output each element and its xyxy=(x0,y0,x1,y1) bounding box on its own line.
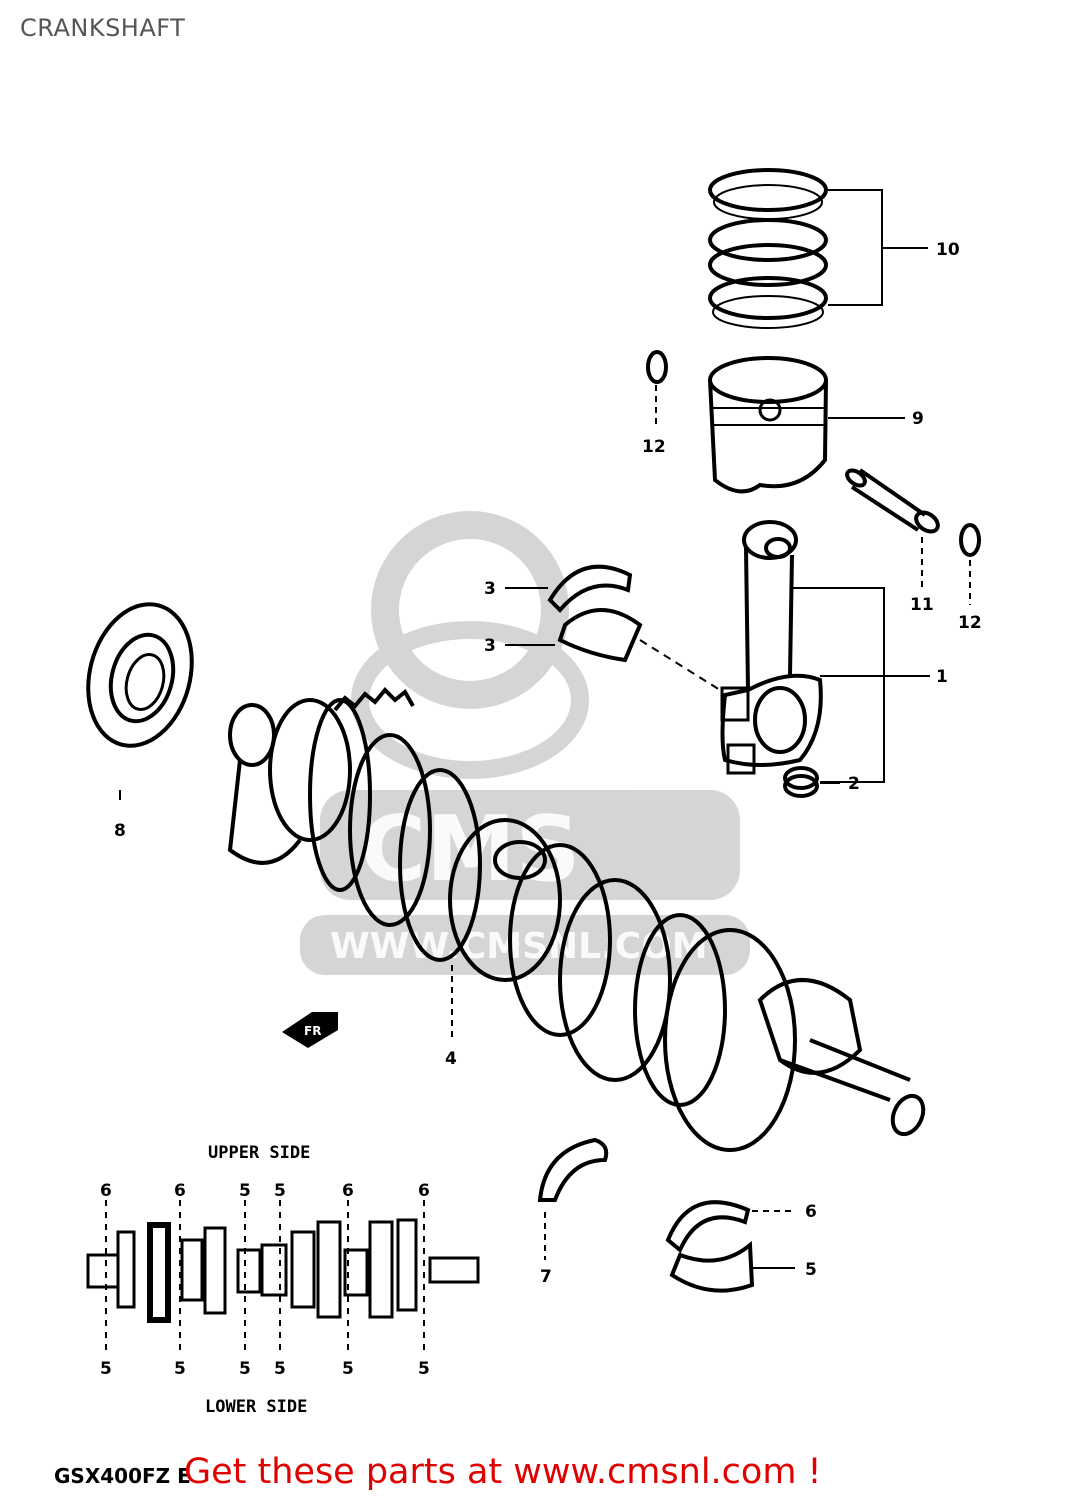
schematic-leader-lines xyxy=(105,1200,425,1355)
upper-callout-6: 6 xyxy=(418,1181,430,1201)
circlip-left xyxy=(646,350,668,384)
circlip-right xyxy=(959,523,981,557)
connecting-rod xyxy=(720,520,823,775)
lower-callout-4: 5 xyxy=(274,1359,286,1379)
upper-callout-4: 5 xyxy=(274,1181,286,1201)
callout-3-upper: 3 xyxy=(484,579,496,599)
callout-3-lower: 3 xyxy=(484,636,496,656)
callout-12-right: 12 xyxy=(958,613,982,633)
upper-side-label: UPPER SIDE xyxy=(208,1143,310,1163)
shop-link-banner[interactable]: Get these parts at www.cmsnl.com ! xyxy=(184,1452,822,1492)
crankshaft xyxy=(227,687,926,1152)
callout-12-left: 12 xyxy=(642,437,666,457)
piston xyxy=(708,356,828,494)
lower-callout-2: 5 xyxy=(174,1359,186,1379)
conrod-nut xyxy=(783,766,819,798)
callout-4: 4 xyxy=(445,1049,457,1069)
piston-rings xyxy=(708,168,828,329)
lower-callout-3: 5 xyxy=(239,1359,251,1379)
callout-2: 2 xyxy=(848,774,860,794)
callout-6-right: 6 xyxy=(805,1202,817,1222)
front-arrow-badge: FR xyxy=(282,1012,338,1048)
callout-1: 1 xyxy=(936,667,948,687)
callout-5-right: 5 xyxy=(805,1260,817,1280)
front-arrow-label: FR xyxy=(304,1024,321,1038)
thrust-washer xyxy=(537,1137,609,1202)
upper-callout-2: 6 xyxy=(174,1181,186,1201)
upper-callout-5: 6 xyxy=(342,1181,354,1201)
oil-seal xyxy=(86,602,194,748)
callout-8: 8 xyxy=(114,821,126,841)
page-title: CRANKSHAFT xyxy=(20,14,186,42)
lower-callout-1: 5 xyxy=(100,1359,112,1379)
callout-7: 7 xyxy=(540,1267,552,1287)
callout-9: 9 xyxy=(912,409,924,429)
upper-callout-3: 5 xyxy=(239,1181,251,1201)
callout-10: 10 xyxy=(936,240,960,260)
conrod-bearing-lower xyxy=(557,608,643,663)
main-bearing xyxy=(665,1200,755,1293)
cms-watermark: CMS WWW.CMSNL.COM xyxy=(300,511,750,975)
lower-callout-6: 5 xyxy=(418,1359,430,1379)
crankshaft-schematic xyxy=(86,1218,480,1323)
upper-callout-1: 6 xyxy=(100,1181,112,1201)
model-code: GSX400FZ E xyxy=(54,1464,191,1488)
piston-pin xyxy=(845,468,940,534)
watermark-url: WWW.CMSNL.COM xyxy=(330,926,708,967)
callout-11: 11 xyxy=(910,595,934,615)
lower-side-label: LOWER SIDE xyxy=(205,1397,307,1417)
lower-callout-5: 5 xyxy=(342,1359,354,1379)
conrod-bearing-upper xyxy=(547,564,633,613)
